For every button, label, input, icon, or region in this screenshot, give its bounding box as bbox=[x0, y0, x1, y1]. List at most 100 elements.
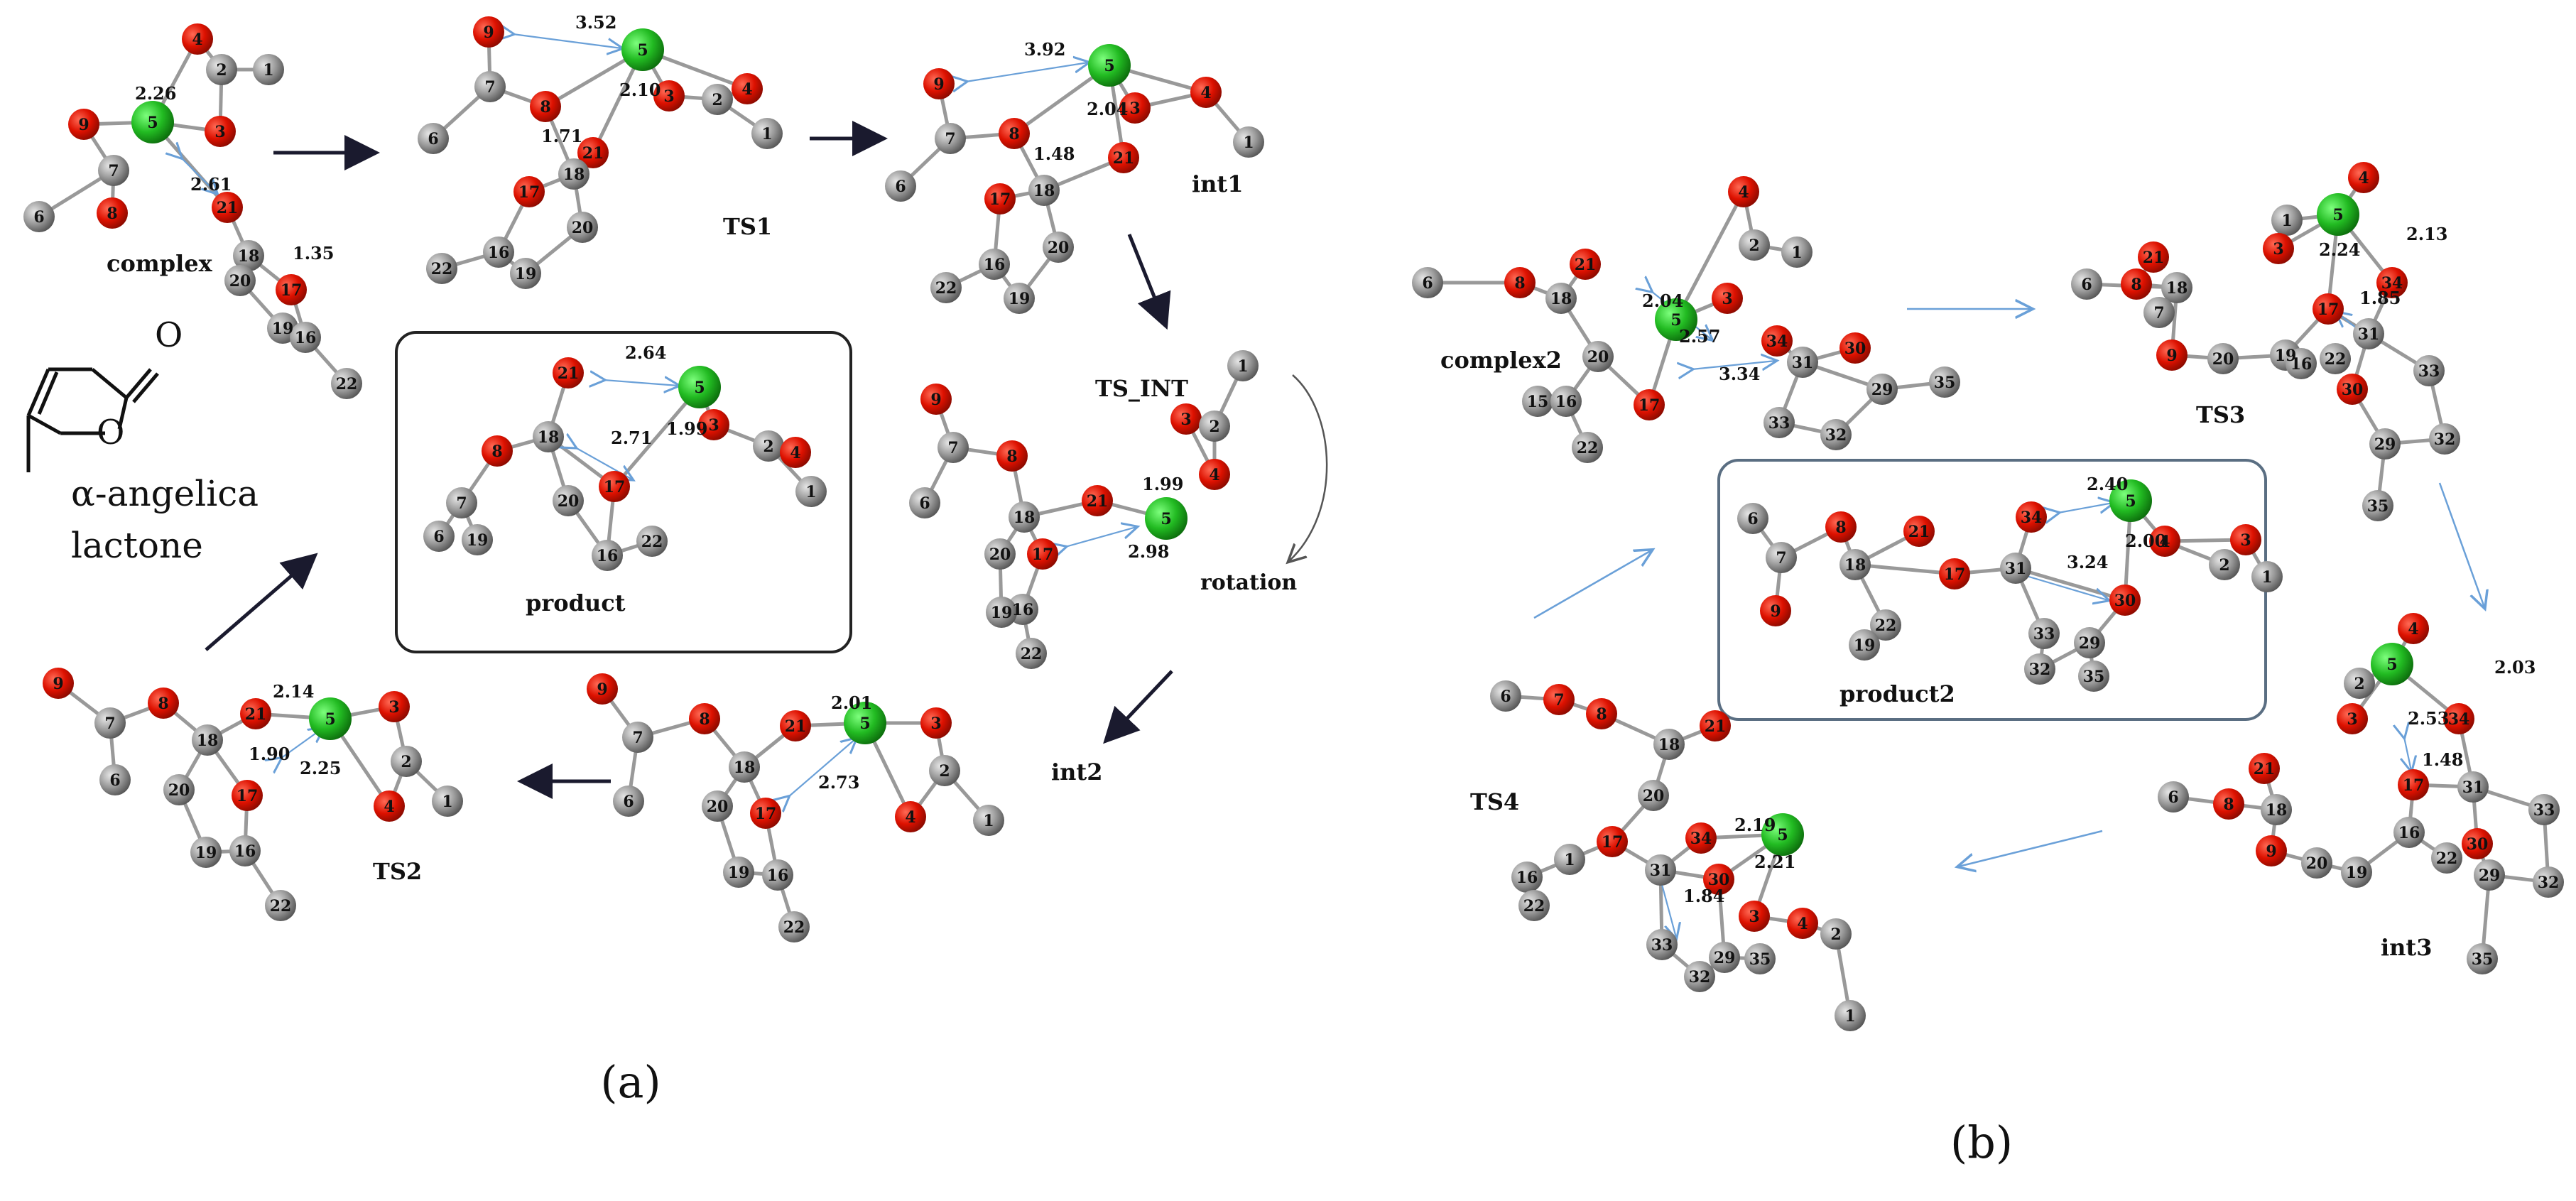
ts4-atom-34-oxygen bbox=[1685, 822, 1717, 854]
ts2-atom-16-carbon bbox=[229, 835, 261, 866]
int3-atom-22-carbon bbox=[2431, 842, 2462, 874]
int3-atom-5-metal bbox=[2371, 643, 2413, 685]
product-atom-18-carbon bbox=[533, 421, 564, 452]
ts1-atom-22-carbon bbox=[426, 253, 457, 284]
ts1-atom-number: 20 bbox=[572, 219, 594, 237]
product2-atom-32-carbon bbox=[2024, 653, 2055, 685]
ts4-atom-16-carbon bbox=[1511, 862, 1543, 893]
int3-atom-16-carbon bbox=[2393, 817, 2425, 848]
ts3-atom-9-oxygen bbox=[2156, 339, 2188, 371]
product2-atom-number: 31 bbox=[2005, 560, 2027, 578]
int1-atom-number: 9 bbox=[933, 75, 944, 94]
ts4-atom-number: 35 bbox=[1749, 950, 1771, 969]
product-atom-number: 2 bbox=[763, 438, 773, 456]
int3-distance-arrow bbox=[2404, 737, 2411, 771]
ts_int-atom-number: 6 bbox=[919, 494, 930, 513]
int3-atom-number: 8 bbox=[2223, 795, 2234, 814]
ts_int-atom-22-carbon bbox=[1016, 638, 1047, 669]
complex2-state-label: complex2 bbox=[1440, 347, 1562, 374]
complex2-atom-number: 22 bbox=[1577, 439, 1599, 457]
ts4-atom-32-carbon bbox=[1684, 961, 1715, 992]
int1-atom-number: 6 bbox=[895, 178, 906, 196]
ts4-atom-number: 16 bbox=[1516, 869, 1538, 887]
int2-atom-number: 4 bbox=[905, 808, 915, 827]
ts1-atom-number: 3 bbox=[663, 87, 674, 106]
complex2-atom-number: 35 bbox=[1934, 374, 1956, 392]
int3-distance-label: 2.53 bbox=[2408, 708, 2449, 729]
ts_int-distance-label: 2.98 bbox=[1128, 541, 1169, 562]
complex-atom-20-carbon bbox=[224, 265, 256, 296]
int1-atom-1-carbon bbox=[1233, 126, 1264, 158]
ts3-distance-label: 2.13 bbox=[2406, 224, 2447, 244]
ts4-atom-35-carbon bbox=[1744, 943, 1776, 974]
int2-atom-17-oxygen bbox=[750, 798, 781, 829]
int3-atom-21-oxygen bbox=[2249, 753, 2280, 784]
ts4-atom-number: 30 bbox=[1708, 871, 1730, 889]
ts1-distance-arrow bbox=[513, 34, 621, 48]
ts_int-atom-number: 19 bbox=[991, 604, 1013, 622]
int3-atom-number: 19 bbox=[2346, 864, 2368, 882]
product2-atom-9-oxygen bbox=[1760, 595, 1791, 626]
ts1-distance-label: 1.71 bbox=[541, 126, 582, 146]
arrow-ts2-to-product bbox=[205, 553, 318, 651]
complex2-atom-15-carbon bbox=[1522, 386, 1553, 417]
ts4-atom-number: 32 bbox=[1689, 968, 1711, 987]
ts_int-atom-20-carbon bbox=[984, 538, 1016, 570]
product-atom-number: 16 bbox=[597, 547, 619, 565]
ts2-atom-18-carbon bbox=[192, 724, 223, 756]
int3-distance-label: 2.03 bbox=[2494, 657, 2536, 678]
int2-atom-number: 7 bbox=[632, 729, 643, 747]
int2-atom-number: 5 bbox=[859, 714, 870, 733]
product-atom-number: 19 bbox=[467, 531, 489, 550]
ts2-atom-21-oxygen bbox=[240, 698, 271, 729]
product-distance-label: 2.64 bbox=[625, 342, 666, 363]
int1-distance-label: 3.92 bbox=[1024, 39, 1065, 60]
complex2-atom-number: 33 bbox=[1768, 414, 1790, 433]
ts_int-atom-number: 7 bbox=[947, 439, 958, 457]
product-atom-20-carbon bbox=[553, 485, 584, 516]
ts4-distance-arrow bbox=[1661, 879, 1676, 938]
ts4-distance-label: 2.21 bbox=[1754, 852, 1795, 872]
ts_int-atom-number: 3 bbox=[1180, 411, 1191, 429]
complex-atom-2-carbon bbox=[206, 54, 237, 85]
int1-atom-number: 17 bbox=[989, 190, 1011, 209]
ts4-atom-33-carbon bbox=[1646, 929, 1678, 960]
ts4-atom-number: 18 bbox=[1658, 736, 1680, 754]
product-atom-21-oxygen bbox=[553, 357, 584, 388]
ts1-atom-3-oxygen bbox=[653, 80, 685, 112]
product-atom-number: 1 bbox=[805, 483, 816, 501]
complex-atom-number: 16 bbox=[295, 329, 317, 347]
product-atom-2-carbon bbox=[753, 430, 784, 462]
ts3-atom-33-carbon bbox=[2413, 355, 2445, 386]
int2-atom-number: 2 bbox=[939, 762, 950, 781]
ts3-atom-34-oxygen bbox=[2376, 267, 2408, 298]
complex-atom-9-oxygen bbox=[68, 109, 99, 140]
product2-atom-number: 8 bbox=[1835, 518, 1846, 537]
ring-oxygen-symbol: O bbox=[97, 413, 124, 452]
int2-distance-label: 2.01 bbox=[831, 692, 872, 713]
ts1-distance-label: 3.52 bbox=[575, 12, 616, 33]
complex2-atom-30-oxygen bbox=[1839, 332, 1871, 364]
arrow-ts3-to-int3 bbox=[2438, 482, 2484, 607]
int1-atom-number: 19 bbox=[1009, 290, 1031, 308]
angelica-lactone-structure bbox=[26, 367, 159, 472]
int1-atom-17-oxygen bbox=[984, 183, 1016, 214]
int2-atom-19-carbon bbox=[723, 857, 754, 888]
complex-atom-5-metal bbox=[131, 101, 174, 143]
ts3-atom-number: 9 bbox=[2166, 347, 2177, 365]
product2-atom-number: 35 bbox=[2083, 668, 2105, 686]
product2-atom-number: 3 bbox=[2240, 531, 2251, 550]
ts3-distance-label: 1.85 bbox=[2359, 288, 2401, 308]
product2-atom-number: 5 bbox=[2125, 492, 2136, 511]
complex2-atom-32-carbon bbox=[1820, 419, 1852, 450]
complex2-distance-label: 3.34 bbox=[1719, 364, 1760, 384]
complex2-atom-number: 16 bbox=[1555, 393, 1577, 411]
product2-atom-34-oxygen bbox=[2016, 501, 2047, 533]
ts_int-atom-9-oxygen bbox=[920, 384, 952, 415]
product2-atom-number: 4 bbox=[2159, 533, 2170, 551]
ts4-atom-number: 7 bbox=[1553, 691, 1564, 710]
product-atom-number: 17 bbox=[604, 478, 626, 496]
int3-distance-label: 1.48 bbox=[2422, 749, 2463, 770]
int3-atom-2-carbon bbox=[2344, 668, 2375, 699]
